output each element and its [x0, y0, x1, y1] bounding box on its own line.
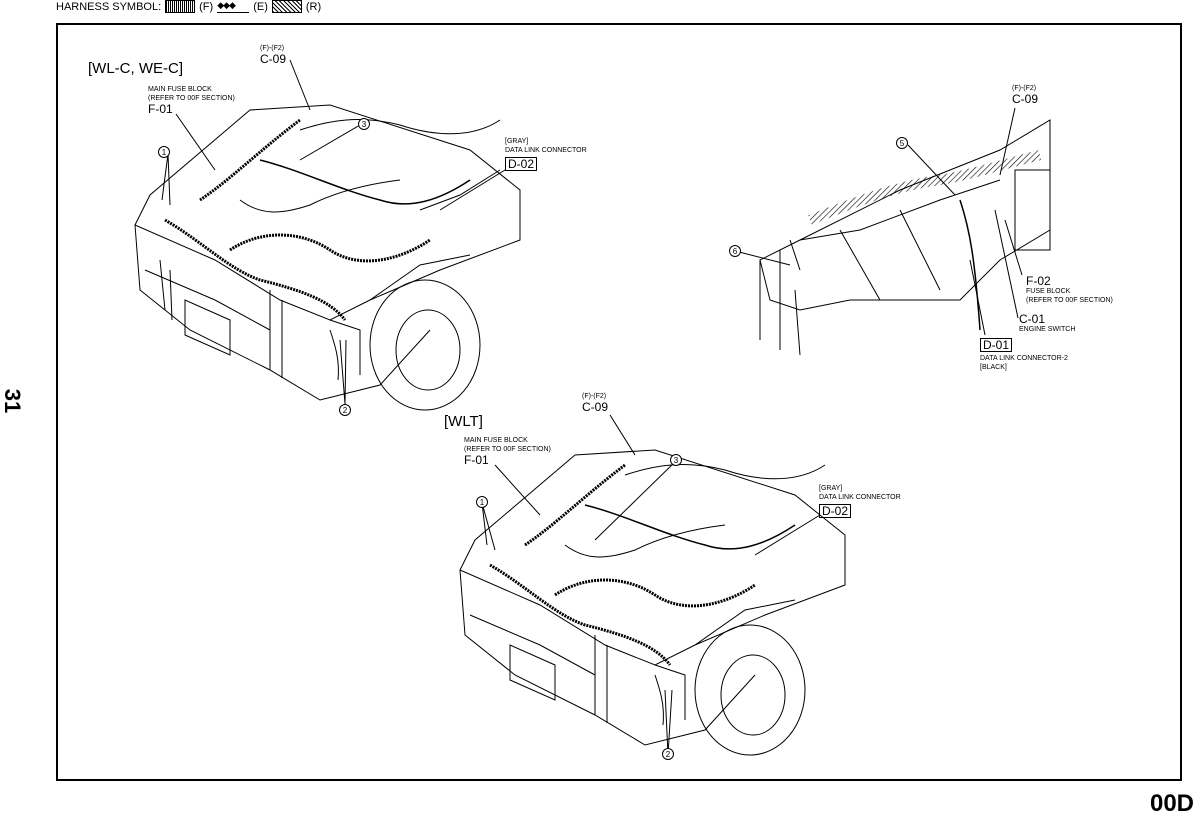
- d02-desc2: DATA LINK CONNECTOR: [505, 147, 587, 154]
- f01-desc2: (REFER TO 00F SECTION): [148, 95, 235, 102]
- f01-label-wlc: MAIN FUSE BLOCK (REFER TO 00F SECTION) F…: [148, 85, 235, 115]
- diagonal-hatch-harness-icon: [271, 0, 302, 13]
- f02-desc1: FUSE BLOCK: [1026, 288, 1071, 295]
- legend-code-f: (F): [199, 0, 214, 13]
- c09-label-wlt: (F)-(F2) C-09: [582, 392, 608, 413]
- legend-code-r: (R): [305, 0, 322, 13]
- c01-label-dash: C-01 ENGINE SWITCH: [1019, 313, 1075, 334]
- legend-code-e: (E): [253, 0, 268, 13]
- c09-sub: (F)-(F2): [1012, 85, 1037, 92]
- callout-3-wlt: 3: [670, 454, 682, 466]
- c09-sub: (F)-(F2): [260, 45, 285, 52]
- callout-2-wlt: 2: [662, 748, 674, 760]
- section-code: 00D: [1149, 790, 1194, 817]
- c09-code: C-09: [1012, 92, 1039, 106]
- d01-code: D-01: [980, 338, 1013, 352]
- variant-title-wlt: [WLT]: [444, 413, 483, 430]
- harness-symbol-legend: HARNESS SYMBOL: (F) ◆◆◆ (E) (R): [56, 0, 321, 13]
- f01-desc2: (REFER TO 00F SECTION): [464, 446, 551, 453]
- c09-code: C-09: [260, 52, 287, 66]
- c09-label-dash: (F)-(F2) C-09: [1012, 84, 1038, 105]
- c09-label-wlc: (F)-(F2) C-09: [260, 44, 286, 65]
- callout-1-wlc: 1: [158, 146, 170, 158]
- diamond-chain-harness-icon: ◆◆◆: [217, 0, 250, 13]
- dashboard-drawing: [738, 107, 1051, 356]
- c09-code: C-09: [582, 400, 609, 414]
- c01-desc1: ENGINE SWITCH: [1019, 326, 1076, 333]
- legend-label: HARNESS SYMBOL:: [56, 0, 162, 13]
- f01-code: F-01: [148, 102, 173, 116]
- variant-title-wlc: [WL-C, WE-C]: [88, 60, 183, 77]
- f02-desc2: (REFER TO 00F SECTION): [1026, 297, 1113, 304]
- callout-1-wlt: 1: [476, 496, 488, 508]
- d02-label-wlc: [GRAY] DATA LINK CONNECTOR D-02: [505, 137, 587, 173]
- d01-desc1: DATA LINK CONNECTOR-2: [980, 355, 1068, 362]
- d02-desc1: [GRAY]: [505, 138, 529, 145]
- callout-5-dash: 5: [896, 137, 908, 149]
- d02-code: D-02: [819, 504, 852, 518]
- f01-label-wlt: MAIN FUSE BLOCK (REFER TO 00F SECTION) F…: [464, 436, 551, 466]
- d02-label-wlt: [GRAY] DATA LINK CONNECTOR D-02: [819, 484, 901, 520]
- vehicle-wlt-drawing: [459, 414, 846, 756]
- d02-desc1: [GRAY]: [819, 485, 843, 492]
- dense-hatch-harness-icon: [165, 0, 196, 13]
- diagram-frame: [56, 23, 1182, 781]
- f01-code: F-01: [464, 453, 489, 467]
- d01-desc2: [BLACK]: [980, 364, 1007, 371]
- f01-desc1: MAIN FUSE BLOCK: [148, 86, 212, 93]
- d01-label-dash: D-01 DATA LINK CONNECTOR-2 [BLACK]: [980, 336, 1068, 372]
- callout-3-wlc: 3: [358, 118, 370, 130]
- f01-desc1: MAIN FUSE BLOCK: [464, 437, 528, 444]
- c09-sub: (F)-(F2): [582, 393, 607, 400]
- c01-code: C-01: [1019, 312, 1046, 326]
- callout-6-dash: 6: [729, 245, 741, 257]
- d02-code: D-02: [505, 157, 538, 171]
- vehicle-wlc-drawing: [134, 59, 521, 411]
- callout-2-wlc: 2: [339, 404, 351, 416]
- d02-desc2: DATA LINK CONNECTOR: [819, 494, 901, 501]
- f02-code: F-02: [1026, 274, 1051, 288]
- f02-label-dash: F-02 FUSE BLOCK (REFER TO 00F SECTION): [1026, 275, 1113, 305]
